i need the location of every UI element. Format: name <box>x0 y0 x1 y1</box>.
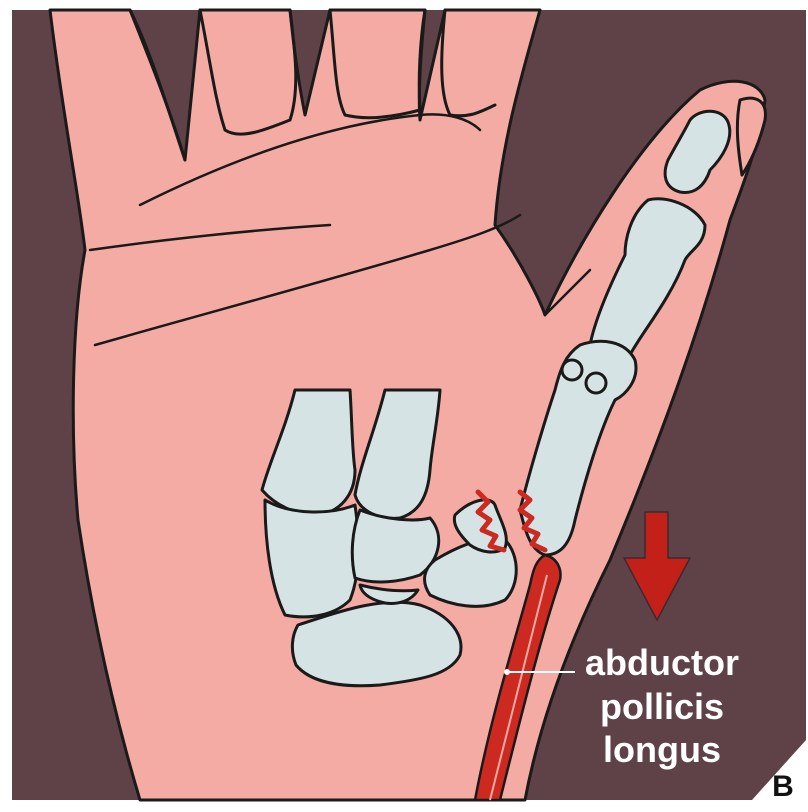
label-line-3: longus <box>603 729 721 770</box>
sesamoid-bone-1 <box>562 360 582 380</box>
panel-letter: B <box>772 770 794 803</box>
label-line-1: abductor <box>585 642 739 683</box>
capitate <box>265 500 358 617</box>
label-line-2: pollicis <box>600 686 724 727</box>
sesamoid-bone-2 <box>586 373 606 393</box>
label-leader-dot <box>504 669 510 675</box>
